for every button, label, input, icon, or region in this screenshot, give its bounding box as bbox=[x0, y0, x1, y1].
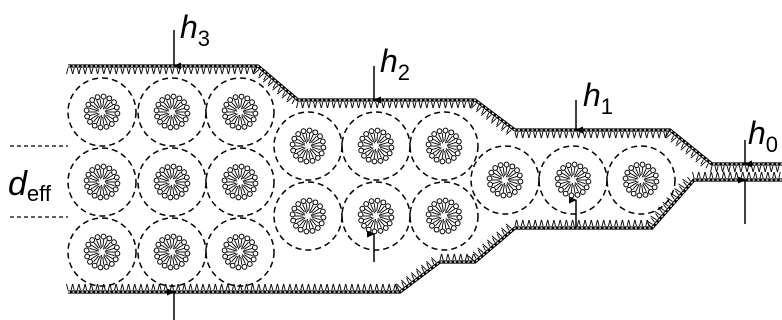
d-eff-label: deff bbox=[8, 165, 52, 206]
micelle bbox=[342, 112, 410, 180]
micelle bbox=[206, 148, 274, 216]
top-surfactant-monolayer bbox=[67, 66, 782, 172]
micelle bbox=[410, 182, 478, 250]
micelle bbox=[138, 218, 206, 286]
micelle bbox=[471, 146, 539, 214]
micelle bbox=[138, 78, 206, 146]
h0-label: h0 bbox=[748, 115, 778, 157]
h2-label: h2 bbox=[380, 43, 410, 85]
micelle bbox=[68, 218, 136, 286]
micelle bbox=[138, 148, 206, 216]
micelle bbox=[274, 182, 342, 250]
bottom-surfactant-monolayer bbox=[67, 172, 782, 292]
micelle bbox=[206, 78, 274, 146]
micelle bbox=[410, 112, 478, 180]
thickness-markers bbox=[10, 30, 745, 320]
micelle bbox=[539, 146, 607, 214]
micelle bbox=[68, 148, 136, 216]
micelle bbox=[68, 78, 136, 146]
micelle bbox=[342, 182, 410, 250]
micelle bbox=[274, 112, 342, 180]
h1-label: h1 bbox=[583, 77, 613, 119]
micelle bbox=[206, 218, 274, 286]
h3-label: h3 bbox=[180, 9, 210, 51]
